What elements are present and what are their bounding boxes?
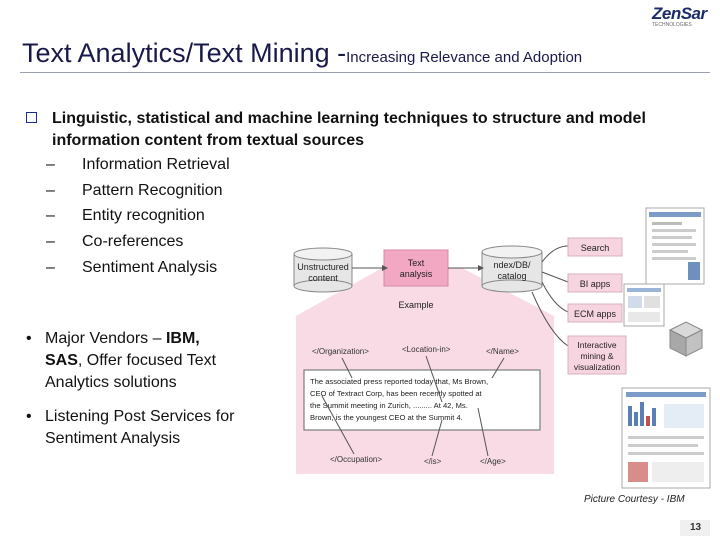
tag-occupation: </Occupation> bbox=[330, 455, 382, 464]
list-item: – Entity recognition bbox=[46, 203, 230, 229]
vendors-bullet: • Major Vendors – IBM, SAS, Offer focused… bbox=[26, 328, 276, 394]
list-item-text: Sentiment Analysis bbox=[82, 258, 218, 276]
list-item: – Pattern Recognition bbox=[46, 178, 230, 204]
bullet-dot: • bbox=[26, 408, 32, 425]
main-bullet: Linguistic, statistical and machine lear… bbox=[26, 108, 686, 152]
technique-list: – Information Retrieval – Pattern Recognit… bbox=[46, 152, 230, 281]
vendor-sas: SAS bbox=[45, 352, 78, 369]
dash-bullet: – bbox=[46, 156, 55, 173]
ecm-apps-label: ECM apps bbox=[574, 309, 617, 319]
dash-bullet: – bbox=[46, 233, 55, 251]
search-screenshot-thumbnail bbox=[645, 207, 705, 285]
visualization-screenshot-thumbnail bbox=[621, 387, 711, 489]
list-item: – Information Retrieval bbox=[46, 152, 230, 178]
title-divider bbox=[20, 72, 710, 73]
dash-bullet: – bbox=[46, 258, 55, 276]
list-item-text: Entity recognition bbox=[82, 207, 205, 225]
tag-organization: </Organization> bbox=[312, 347, 369, 356]
interactive-box bbox=[567, 335, 627, 375]
interactive-label-3: visualization bbox=[574, 362, 621, 372]
listening-text: Listening Post Services for Sentiment An… bbox=[45, 408, 235, 447]
text-analytics-diagram: Unstructured content Text analysis ndex/… bbox=[293, 207, 711, 489]
unstructured-label-1: Unstructured bbox=[297, 262, 349, 272]
cube-icon bbox=[668, 321, 704, 357]
logo-name: ZenSar bbox=[652, 4, 707, 23]
example-label: Example bbox=[398, 300, 433, 310]
text-analysis-label-1: Text bbox=[408, 258, 425, 268]
list-item-text: Co-references bbox=[82, 233, 184, 251]
list-item: – Co-references bbox=[46, 229, 230, 255]
search-label: Search bbox=[581, 243, 610, 253]
picture-courtesy: Picture Courtesy - IBM bbox=[584, 494, 685, 505]
interactive-label-1: Interactive bbox=[577, 340, 616, 350]
index-label-1: ndex/DB/ bbox=[493, 260, 531, 270]
example-line-2: CEO of Textract Corp, has been recently … bbox=[310, 389, 483, 398]
vendor-ibm: IBM, bbox=[165, 330, 200, 347]
text-analysis-label-2: analysis bbox=[400, 269, 433, 279]
dash-bullet: – bbox=[46, 207, 55, 225]
vendors-prefix: Major Vendors – bbox=[45, 330, 166, 347]
page-number: 13 bbox=[690, 522, 702, 533]
title-bar: Text Analytics/Text Mining -Increasing R… bbox=[0, 0, 720, 74]
index-catalog-icon bbox=[481, 245, 543, 293]
text-analysis-box bbox=[383, 249, 449, 287]
tag-age: </Age> bbox=[480, 457, 506, 466]
unstructured-label-2: content bbox=[308, 273, 338, 283]
list-item-text: Information Retrieval bbox=[82, 156, 230, 173]
bullet-dot: • bbox=[26, 330, 32, 347]
unstructured-content-icon bbox=[293, 247, 353, 293]
example-text-box bbox=[303, 369, 541, 431]
interactive-label-2: mining & bbox=[580, 351, 613, 361]
main-bullet-text: Linguistic, statistical and machine lear… bbox=[52, 110, 646, 149]
vendors-rest: , Offer focused Text Analytics solutions bbox=[45, 352, 217, 391]
vendors-text: Major Vendors – IBM, SAS, Offer focused T… bbox=[45, 328, 276, 394]
ecm-apps-box bbox=[567, 303, 623, 323]
page-number-box bbox=[680, 520, 710, 536]
zensar-logo: ZenSar TECHNOLOGIES bbox=[652, 4, 716, 28]
bi-apps-box bbox=[567, 273, 623, 293]
checkbox-bullet-icon bbox=[26, 112, 37, 123]
tag-name: </Name> bbox=[486, 347, 519, 356]
title-sub: Increasing Relevance and Adoption bbox=[346, 49, 583, 66]
example-line-4: Brown, is the youngest CEO at the Summit… bbox=[310, 413, 463, 422]
list-item: – Sentiment Analysis bbox=[46, 255, 230, 281]
list-item-text: Pattern Recognition bbox=[82, 181, 223, 199]
dash-bullet: – bbox=[46, 181, 55, 199]
tag-location: <Location-in> bbox=[402, 345, 451, 354]
example-line-3: the Summit meeting in Zurich, ......... … bbox=[310, 401, 468, 410]
logo-tagline: TECHNOLOGIES bbox=[652, 22, 692, 28]
title-main: Text Analytics/Text Mining - bbox=[22, 38, 347, 68]
tag-is: </is> bbox=[424, 457, 442, 466]
page-title: Text Analytics/Text Mining -Increasing R… bbox=[22, 38, 582, 69]
listening-bullet: • Listening Post Services for Sentiment … bbox=[26, 406, 286, 450]
index-label-2: catalog bbox=[497, 271, 526, 281]
bi-screenshot-thumbnail bbox=[623, 283, 665, 327]
bi-apps-label: BI apps bbox=[580, 279, 611, 289]
search-box bbox=[567, 237, 623, 257]
example-line-1: The associated press reported today that… bbox=[310, 377, 488, 386]
